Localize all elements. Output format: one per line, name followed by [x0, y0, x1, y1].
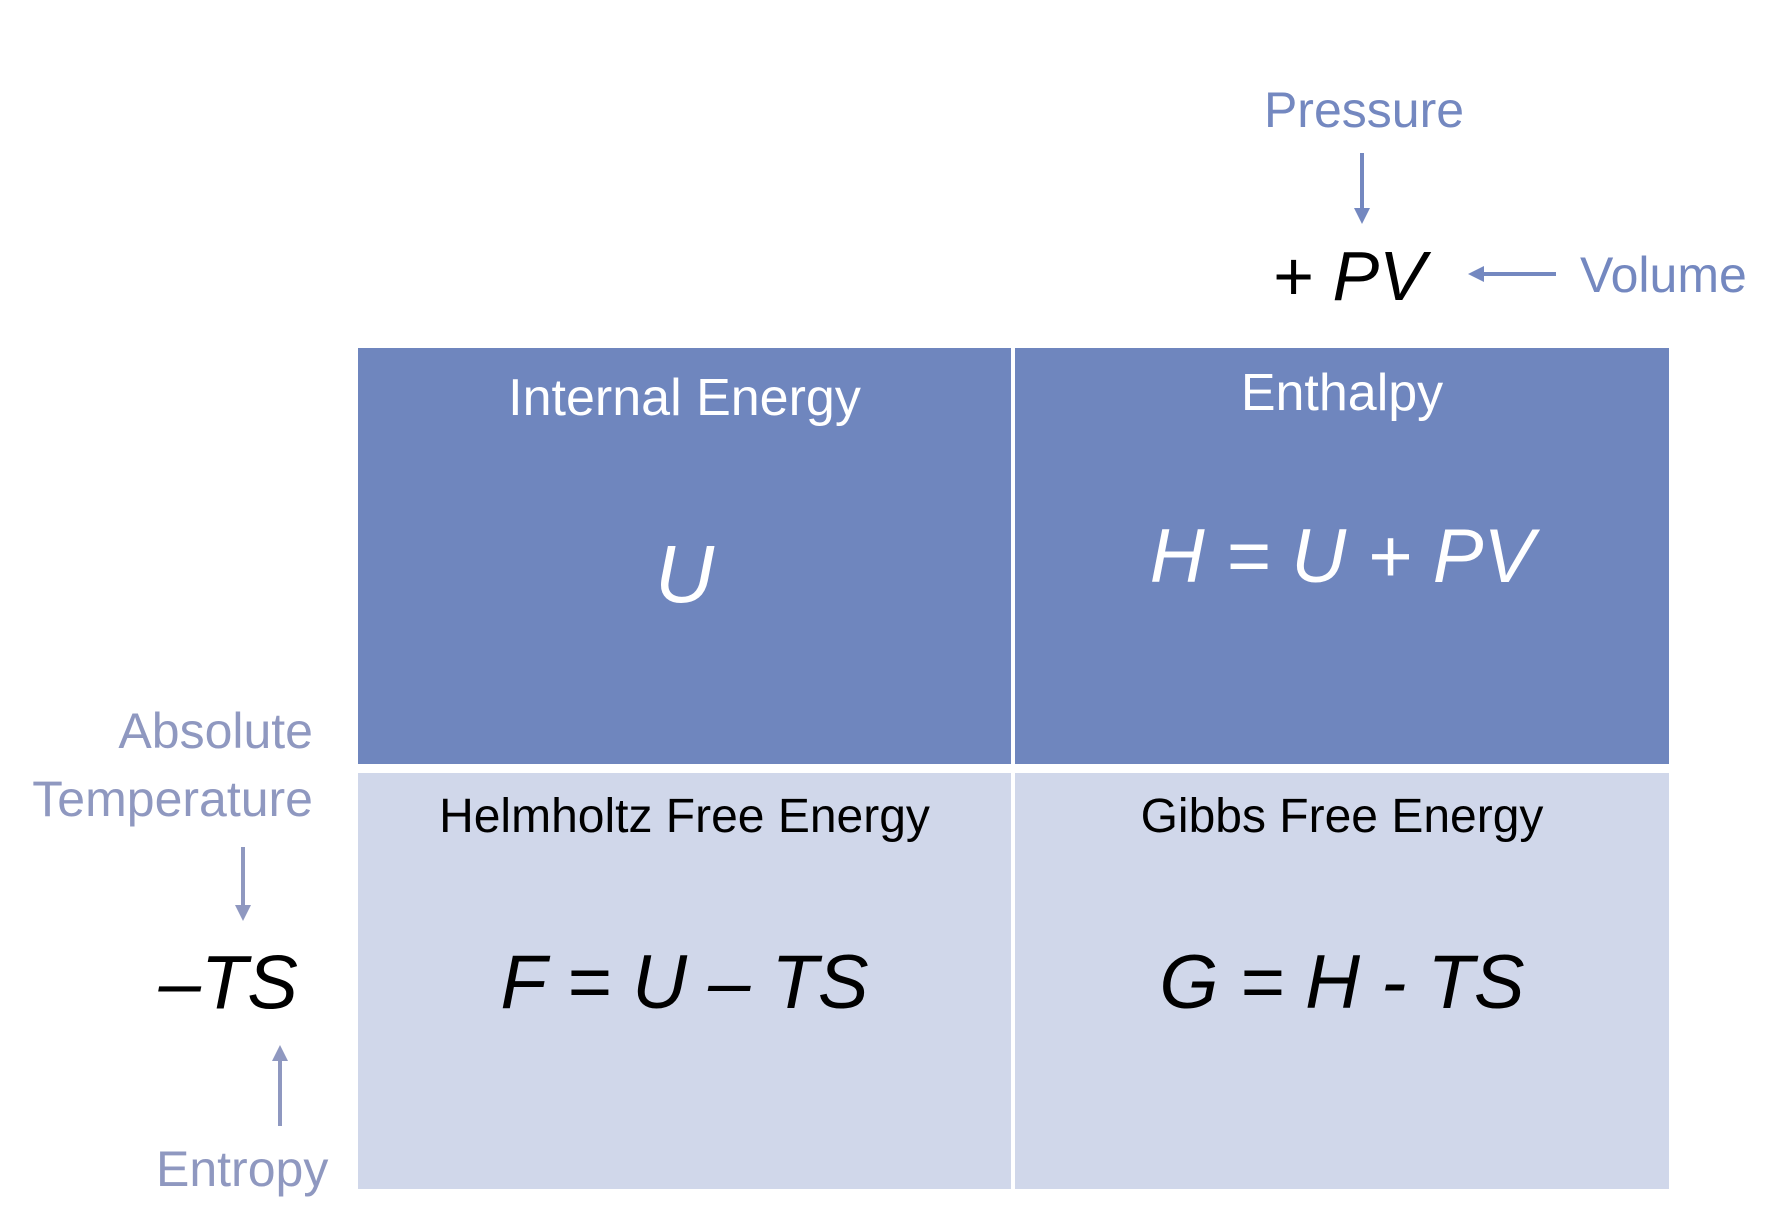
- entropy-arrow-icon: [272, 1045, 288, 1126]
- pv-term: + PV: [1272, 237, 1426, 315]
- enthalpy-cell: Enthalpy H = U + PV: [1015, 348, 1669, 764]
- entropy-label: Entropy: [156, 1141, 329, 1197]
- cell-equation: H = U + PV: [1149, 514, 1535, 599]
- cell-equation: U: [654, 529, 715, 620]
- absolute-label: Absolute: [118, 703, 313, 759]
- cell-title: Gibbs Free Energy: [1140, 790, 1544, 843]
- cell-title: Enthalpy: [1240, 364, 1444, 422]
- cell-equation: G = H - TS: [1159, 940, 1525, 1025]
- temperature-label: Temperature: [32, 771, 313, 827]
- internal-energy-cell: Internal Energy U: [358, 348, 1011, 764]
- gibbs-cell: Gibbs Free Energy G = H - TS: [1015, 773, 1669, 1189]
- ts-term: –TS: [158, 940, 298, 1026]
- volume-arrow-icon: [1468, 266, 1556, 282]
- cell-title: Internal Energy: [508, 369, 861, 427]
- pressure-arrow-icon: [1354, 153, 1370, 224]
- volume-label: Volume: [1580, 247, 1747, 303]
- cell-title: Helmholtz Free Energy: [439, 790, 930, 843]
- pressure-label: Pressure: [1263, 82, 1465, 138]
- helmholtz-cell: Helmholtz Free Energy F = U – TS: [358, 773, 1011, 1189]
- cell-equation: F = U – TS: [500, 940, 869, 1025]
- temperature-arrow-icon: [235, 847, 251, 921]
